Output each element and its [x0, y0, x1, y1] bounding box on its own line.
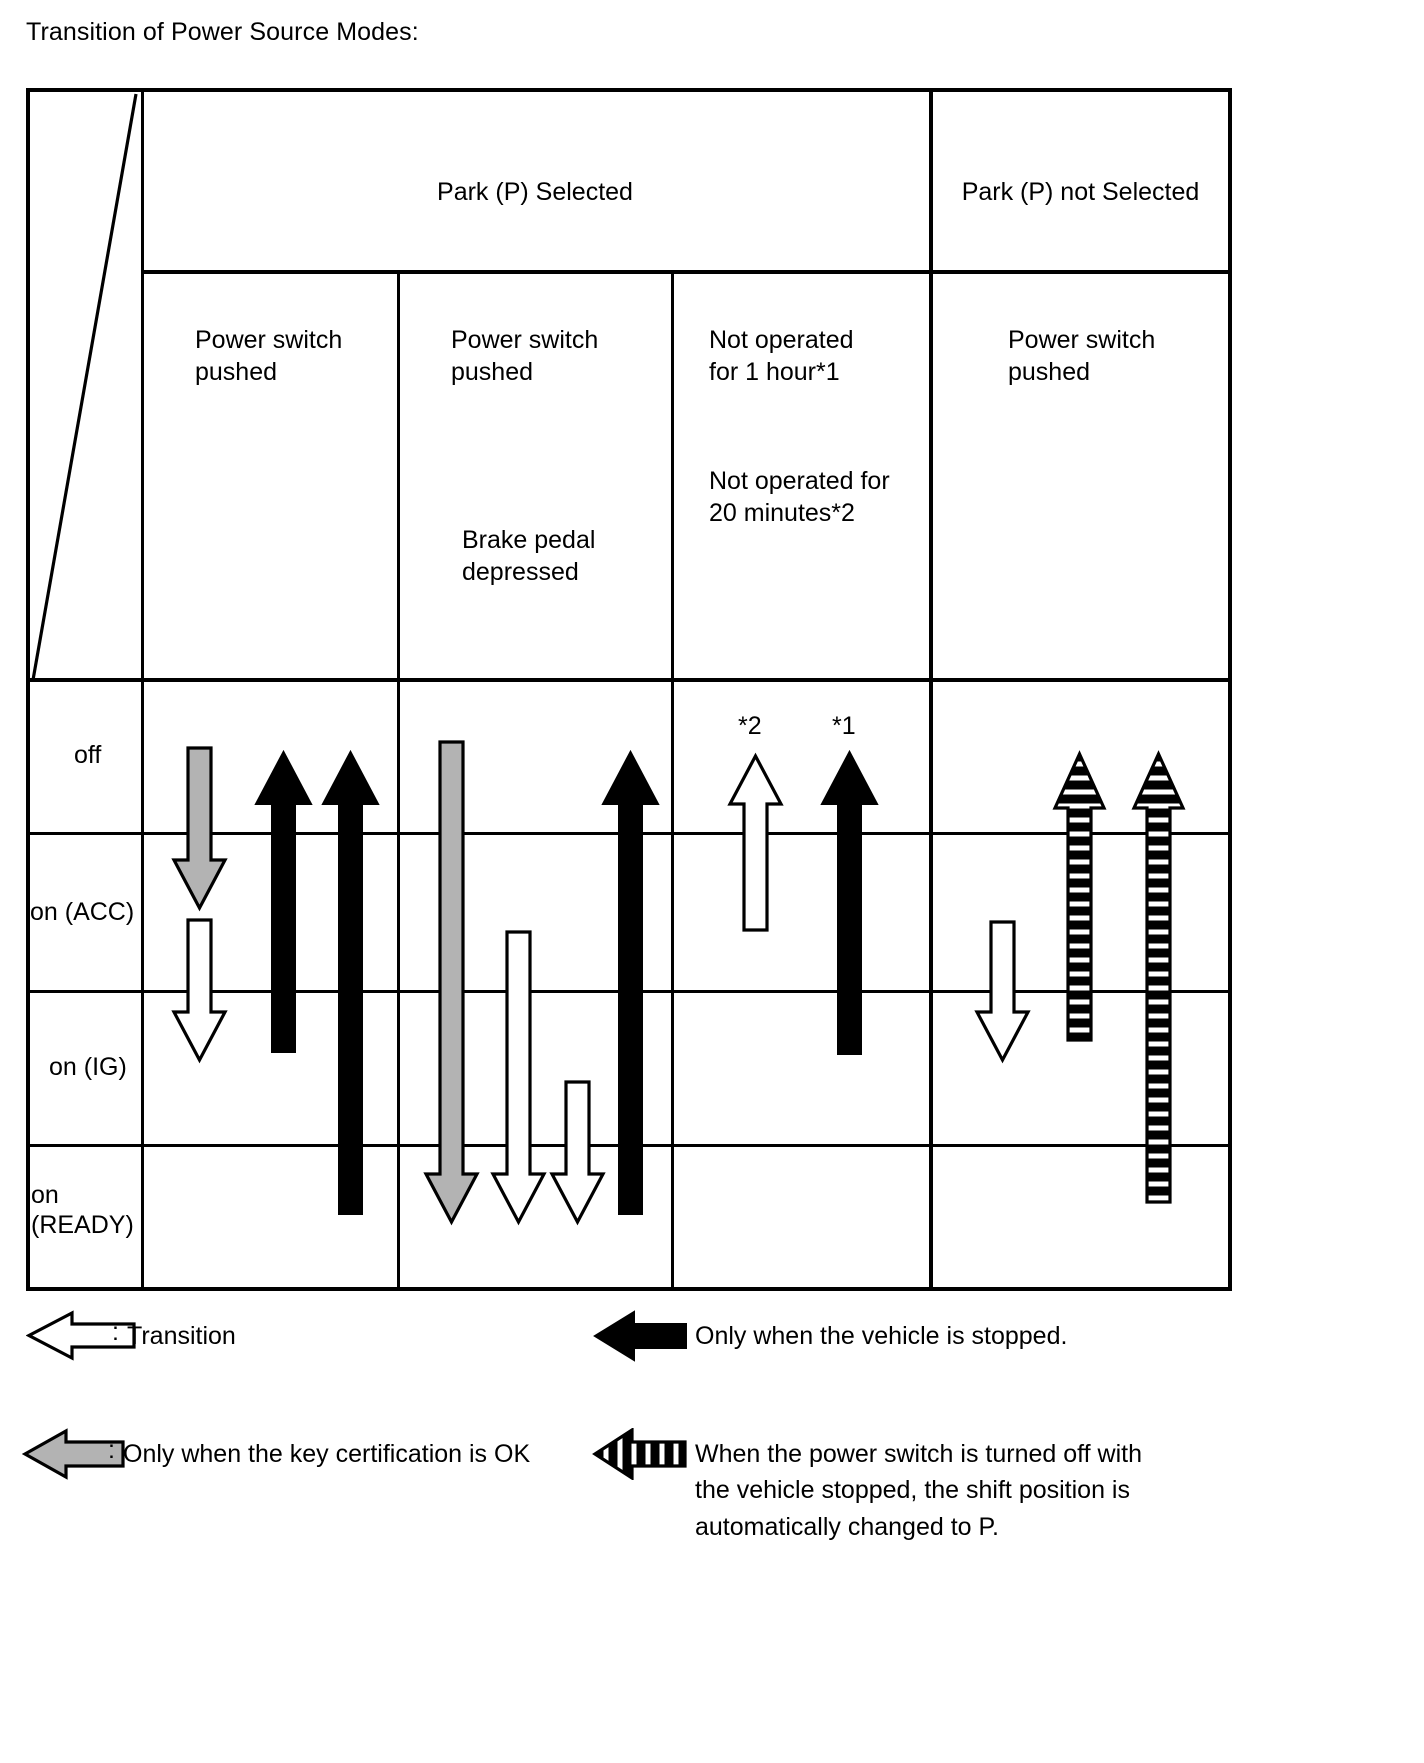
grid-hline-ig-ready	[30, 1144, 1228, 1147]
striped-left-arrow-icon	[592, 1427, 687, 1481]
arrow-col3-black-up	[820, 749, 879, 1055]
annotation-star1: *1	[832, 712, 856, 740]
hollow-left-arrow-icon	[25, 1310, 136, 1361]
arrow-col4-striped-up-ready	[1131, 750, 1186, 1204]
legend-label-transition: Transition	[127, 1322, 236, 1350]
corner-diagonal-divider	[30, 92, 145, 682]
row-label-acc: on (ACC)	[30, 898, 135, 926]
legend-item-vehicle-stopped	[592, 1310, 688, 1367]
column-header-col4-line2: pushed	[1008, 358, 1091, 386]
page-title: Transition of Power Source Modes:	[26, 18, 419, 46]
black-left-arrow-icon	[593, 1310, 687, 1362]
row-label-ready: on (READY)	[31, 1181, 134, 1239]
arrow-col1-black-up	[254, 749, 313, 1053]
legend-item-auto-park	[592, 1427, 688, 1485]
arrow-col3-hollow-up	[727, 752, 784, 932]
column-header-col1-line2: pushed	[195, 358, 278, 386]
grid-vline-col2-col3	[671, 270, 674, 1287]
column-header-col3-line1: Not operated	[709, 326, 854, 354]
column-group-park-not-selected: Park (P) not Selected	[961, 178, 1200, 206]
grid-hline-acc-ig	[30, 990, 1228, 993]
legend-label-vehicle-stopped: Only when the vehicle is stopped.	[695, 1322, 1068, 1350]
column-header-col1-line1: Power switch	[195, 326, 343, 354]
gray-left-arrow-icon	[21, 1428, 125, 1480]
arrow-col2-gray-down	[423, 740, 480, 1226]
legend-item-key-certification	[21, 1428, 126, 1485]
legend-label-auto-park: When the power switch is turned off with…	[695, 1440, 1142, 1541]
legend-colon-vehicle-stopped: :	[680, 1318, 687, 1346]
grid-hline-off-acc	[30, 832, 1228, 835]
grid-vline-rowlabel	[141, 92, 144, 1287]
annotation-star2: *2	[738, 712, 762, 740]
grid-hline-header-split	[141, 270, 1228, 274]
column-header-col3-extra1: Not operated for	[709, 467, 890, 495]
arrow-col1-gray-down	[171, 746, 228, 912]
arrow-col2-hollow-down-acc	[490, 930, 547, 1226]
column-header-col2-extra2: depressed	[462, 558, 579, 586]
legend-item-transition	[25, 1310, 136, 1367]
legend-colon-key-certification: :	[108, 1436, 115, 1464]
power-mode-table: Park (P) Selected Park (P) not Selected …	[26, 88, 1232, 1291]
column-header-col4-line1: Power switch	[1008, 326, 1156, 354]
legend-colon-auto-park: :	[680, 1436, 687, 1464]
legend-label-key-certification: Only when the key certification is OK	[123, 1440, 531, 1468]
row-label-ig: on (IG)	[49, 1053, 127, 1081]
grid-vline-group-split	[929, 92, 933, 1287]
legend-colon-transition: :	[112, 1318, 119, 1346]
arrow-col2-hollow-down-ig	[549, 1080, 606, 1226]
row-label-off: off	[74, 741, 102, 769]
column-header-col2-extra1: Brake pedal	[462, 526, 596, 554]
column-header-col2-line1: Power switch	[451, 326, 599, 354]
column-header-col3-line2: for 1 hour*1	[709, 358, 840, 386]
grid-hline-body-top	[30, 678, 1228, 682]
column-group-park-selected: Park (P) Selected	[437, 178, 633, 206]
arrow-col4-striped-up-ig	[1052, 750, 1107, 1042]
column-header-col3-extra2: 20 minutes*2	[709, 499, 855, 527]
column-header-col2-line2: pushed	[451, 358, 534, 386]
legend: : Transition : Only when the vehicle is …	[0, 1300, 1424, 1763]
grid-vline-col1-col2	[397, 270, 400, 1287]
